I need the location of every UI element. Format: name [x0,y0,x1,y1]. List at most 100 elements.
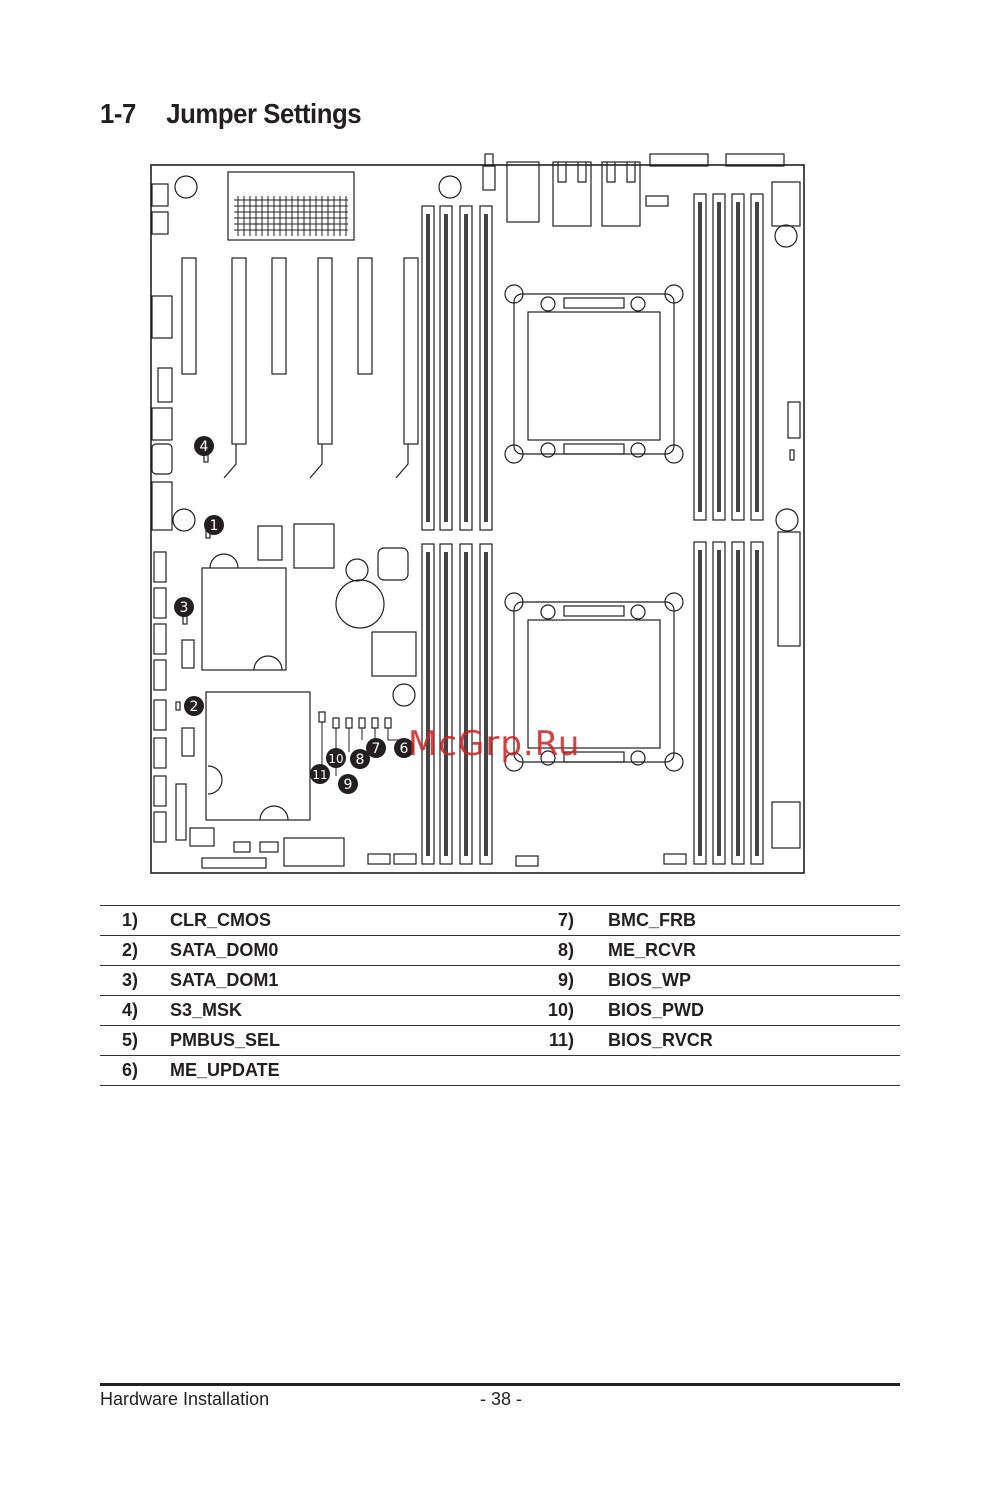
fan-header [645,195,669,207]
jumper-table: 1) CLR_CMOS 7) BMC_FRB 2) SATA_DOM0 8) M… [100,905,900,1086]
svg-text:10: 10 [328,752,343,766]
jumper-name [608,1055,900,1086]
tpm-header [151,481,173,531]
callout-3: 3 [174,597,194,617]
section-number: 1-7 [100,98,136,129]
mounting-hole [345,558,369,582]
callout-4: 4 [194,436,214,456]
jumper-name: ME_RCVR [608,935,900,966]
callout-11: 11 [310,764,330,784]
svg-text:2: 2 [190,699,199,715]
header [201,857,267,869]
rear-io-connector [482,165,496,191]
callout-10: 10 [326,748,346,768]
motherboard-diagram: 1 2 3 4 5 6 7 8 9 10 11 [150,153,805,874]
fan-header [151,211,169,235]
chip [377,547,409,581]
svg-text:8: 8 [356,752,365,768]
chip [293,523,335,569]
jumper-pins [175,701,181,711]
svg-text:3: 3 [180,600,189,616]
jumper-pins [371,717,379,729]
cpu-socket-2 [504,592,684,772]
jumper-name: CLR_CMOS [170,905,500,936]
pcie-slot [357,257,373,375]
rear-io-com [725,153,785,167]
jumper-pins [318,711,326,723]
sata-port [153,659,167,691]
power-connector-8pin [771,801,801,849]
rear-io-lan [601,161,641,227]
jumper-pins [789,449,795,461]
svg-text:11: 11 [312,768,327,782]
chip [371,631,417,677]
dimm-bank-cpu1-left [421,205,493,531]
jumper-number: 11) [500,1025,608,1056]
jumper-number: 7) [500,905,608,936]
watermark: McGrp.Ru [408,724,581,764]
callout-2: 2 [184,696,204,716]
svg-text:9: 9 [344,777,353,793]
sata-port [153,551,167,583]
usb-header [157,367,173,403]
board-outline [150,164,805,874]
jumper-name: BIOS_PWD [608,995,900,1026]
pcie-slot [317,257,333,445]
header [189,827,215,847]
front-panel-header [151,295,173,339]
dimm-bank-cpu2-left [421,543,493,865]
usb-header [151,407,173,441]
fan-header [151,183,169,207]
callout-9: 9 [338,774,358,794]
cpu-socket-1 [504,284,684,464]
dimm-bank-cpu2-right [693,541,764,865]
jumper-number [500,1055,608,1086]
table-row: 1) CLR_CMOS 7) BMC_FRB [100,905,900,936]
jumper-name: BIOS_RVCR [608,1025,900,1056]
sata-port [153,587,167,619]
jumper-number: 5) [100,1025,170,1056]
table-row: 2) SATA_DOM0 8) ME_RCVR [100,935,900,966]
svg-text:4: 4 [200,439,209,455]
sata-port [153,737,167,769]
jumper-name: SATA_DOM1 [170,965,500,996]
jumper-name: BIOS_WP [608,965,900,996]
jumper-pins [384,717,392,729]
svg-text:1: 1 [210,518,219,534]
footer-section: Hardware Installation [100,1389,270,1409]
power-connector-8pin [771,181,801,227]
jumper-name: ME_UPDATE [170,1055,500,1086]
jumper-number: 2) [100,935,170,966]
callout-1: 1 [204,515,224,535]
mounting-hole [172,508,196,532]
pcie-slot [181,257,197,375]
footer-rule [100,1383,900,1386]
chip [257,525,283,561]
header [175,783,187,841]
pcie-slot [231,257,247,445]
jumper-name: S3_MSK [170,995,500,1026]
rear-io-vga [649,153,709,167]
jumper-pins [358,717,366,729]
heatsink-fins [234,196,348,236]
header [259,841,279,853]
jumper-pins [332,717,340,729]
sata-port [153,623,167,655]
jumper-number: 4) [100,995,170,1026]
sata-port [181,727,195,757]
jumper-number: 8) [500,935,608,966]
power-connector-24pin [777,531,801,647]
pch-chip [205,691,311,821]
callout-6: 6 [394,738,414,758]
jumper-number: 9) [500,965,608,996]
table-row: 5) PMBUS_SEL 11) BIOS_RVCR [100,1025,900,1056]
mounting-hole [174,175,198,199]
header [233,841,251,853]
header [367,853,391,865]
pcie-slot [403,257,419,445]
sata-port [153,699,167,731]
mini-sas-connector [283,837,345,867]
mounting-hole [774,224,798,248]
pcie-slot [271,257,287,375]
